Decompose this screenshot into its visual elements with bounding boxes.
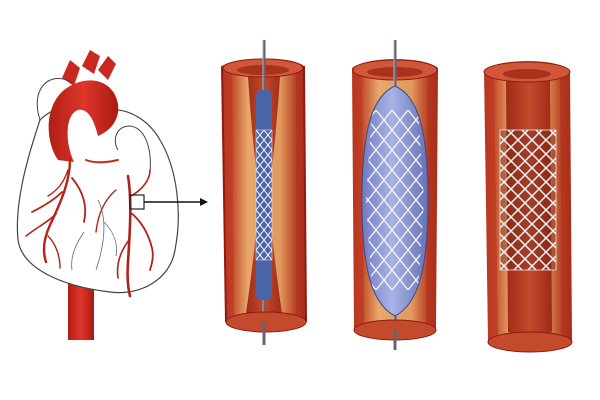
- aortic-branch: [98, 56, 116, 80]
- heart-contour: [36, 77, 73, 121]
- left-atrium: [114, 125, 151, 173]
- zoom-arrow: [144, 198, 208, 206]
- coronary-arteries: [25, 158, 154, 298]
- heart-illustration: [16, 50, 179, 340]
- vessel-stage-2: [352, 40, 438, 350]
- aortic-branch: [82, 50, 100, 74]
- vessel-bottom: [487, 331, 573, 353]
- expanding-stent: [366, 110, 424, 290]
- crimped-stent: [256, 130, 272, 260]
- vessel-stage-3: [483, 61, 573, 353]
- vessel-bottom: [225, 311, 307, 333]
- aortic-arch: [48, 80, 119, 162]
- deployed-stent: [500, 130, 556, 270]
- cardiac-veins: [71, 199, 117, 271]
- vessel-opening-lumen: [503, 69, 551, 79]
- vessel-stage-1: [221, 40, 307, 345]
- aortic-branch: [62, 60, 80, 86]
